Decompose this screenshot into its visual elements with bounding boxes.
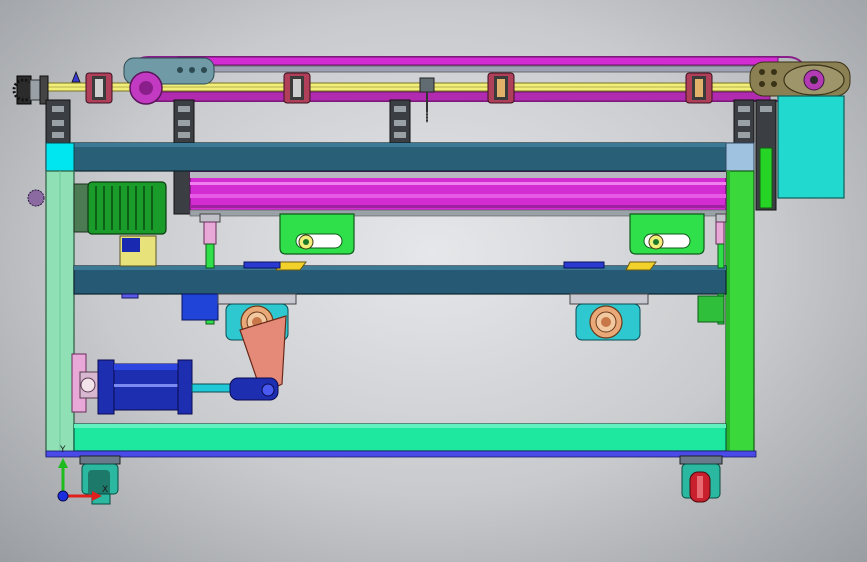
top-belt-upper (177, 56, 779, 66)
top-belt-upper-rail (177, 65, 779, 73)
bearing-block-icon (283, 72, 311, 104)
bearing-block-icon (85, 72, 113, 104)
right-post (725, 170, 755, 457)
side-sprocket-icon (27, 189, 45, 207)
top-conveyor (12, 56, 851, 124)
bottom-base-strip (45, 450, 757, 458)
motor-icon (73, 181, 167, 267)
bearing-block-icon (685, 72, 713, 104)
bearing-mount-right (569, 293, 649, 341)
triad-y-label: Y (59, 445, 66, 455)
upper-beam (45, 142, 753, 172)
middle-beam (73, 265, 727, 295)
bottom-rail (73, 423, 727, 452)
magenta-conveyor (189, 171, 727, 217)
upper-left-cap (45, 142, 75, 172)
caster-wheel-icon (79, 455, 121, 505)
triad-x-label: X (102, 485, 108, 495)
main-frame (45, 142, 773, 458)
guide-plate-left (275, 213, 355, 271)
rocker-arm (239, 315, 287, 395)
top-belt-lower (149, 91, 771, 102)
bearing-block-icon (487, 72, 515, 104)
gearbox-housing (777, 95, 845, 199)
guide-plate-right (625, 213, 705, 271)
caster-wheel-icon (679, 455, 723, 503)
coordinate-triad-icon: Y X (57, 445, 108, 502)
right-sensor-bracket (697, 295, 725, 323)
left-sprocket-icon (12, 75, 49, 105)
upper-right-cap (725, 142, 755, 172)
pneumatic-cylinder-icon (71, 353, 279, 415)
proximity-sensor-icon (419, 77, 435, 124)
